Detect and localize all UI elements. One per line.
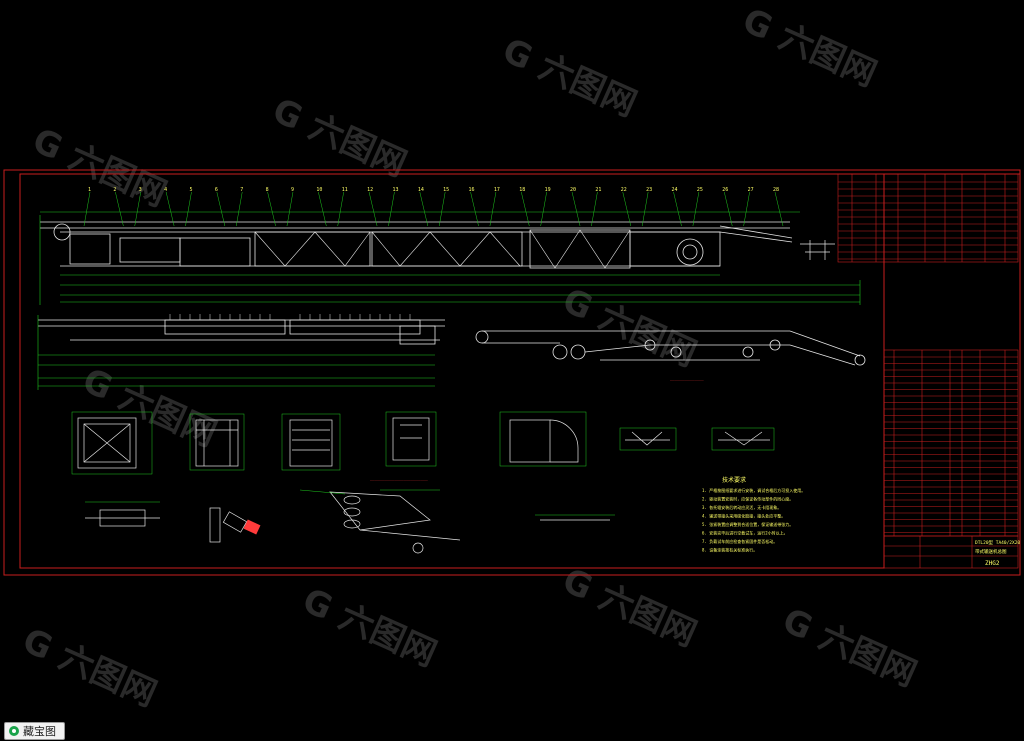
note-line: 3. 各托辊安装后转动应灵活，无卡阻现象。 bbox=[702, 504, 781, 510]
badge-label: 藏宝图 bbox=[23, 725, 56, 738]
balloon-label: 20 bbox=[570, 187, 576, 193]
balloon-leader bbox=[489, 191, 497, 227]
balloon-leader bbox=[673, 191, 682, 227]
balloon-label: 15 bbox=[443, 187, 449, 193]
balloon-leader bbox=[337, 191, 344, 227]
balloon-label: 24 bbox=[672, 187, 678, 193]
balloon-label: 4 bbox=[164, 187, 167, 193]
drawing-number: ZHG2 bbox=[985, 560, 1000, 567]
balloon-leader bbox=[368, 191, 378, 227]
balloon-label: 23 bbox=[646, 187, 652, 193]
balloon-label: 13 bbox=[392, 187, 398, 193]
balloon-label: 28 bbox=[773, 187, 779, 193]
title-line-2: 带式输送机总图 bbox=[975, 548, 1007, 555]
balloon-leader bbox=[743, 191, 750, 227]
balloon-leader bbox=[165, 191, 175, 227]
balloon-leader bbox=[521, 191, 530, 227]
bottom-details bbox=[85, 491, 610, 554]
balloon-leader bbox=[235, 191, 243, 227]
balloon-leader bbox=[641, 191, 649, 227]
balloon-label: 8 bbox=[266, 187, 269, 193]
balloon-leader bbox=[591, 191, 598, 227]
balloon-leader bbox=[571, 191, 581, 227]
badge-logo-icon bbox=[9, 726, 19, 736]
balloon-leader bbox=[692, 191, 700, 227]
balloon-label: 16 bbox=[469, 187, 475, 193]
balloon-label: 22 bbox=[621, 187, 627, 193]
balloon-leader bbox=[286, 191, 294, 227]
balloon-label: 25 bbox=[697, 187, 703, 193]
balloon-label: 2 bbox=[113, 187, 116, 193]
balloon-label: 9 bbox=[291, 187, 294, 193]
balloon-leader bbox=[419, 191, 429, 227]
balloon-label: 3 bbox=[139, 187, 142, 193]
note-line: 1. 严格按图纸要求进行安装，调试合格后方可投入使用。 bbox=[702, 487, 805, 493]
note-line: 2. 驱动装置安装时，应保证各传动部件的同心度。 bbox=[702, 496, 793, 502]
balloon-leader bbox=[438, 191, 446, 227]
balloon-label: 6 bbox=[215, 187, 218, 193]
balloon-label: 27 bbox=[748, 187, 754, 193]
balloon-leader bbox=[774, 191, 784, 227]
second-elevation bbox=[38, 319, 445, 345]
notes-title: 技术要求 bbox=[722, 476, 746, 484]
balloon-label: 21 bbox=[595, 187, 601, 193]
balloon-label: 1 bbox=[88, 187, 91, 193]
belt-path-diagram bbox=[475, 330, 866, 366]
balloon-label: 26 bbox=[722, 187, 728, 193]
balloon-leader bbox=[724, 191, 733, 227]
balloon-leader bbox=[318, 191, 327, 227]
balloon-leader bbox=[185, 191, 192, 227]
balloon-label: 19 bbox=[545, 187, 551, 193]
outer-frame bbox=[3, 169, 1021, 576]
balloon-label: 10 bbox=[316, 187, 322, 193]
balloon-leader bbox=[216, 191, 226, 227]
balloon-label: 17 bbox=[494, 187, 500, 193]
balloon-label: 7 bbox=[240, 187, 243, 193]
svg-text:______________: ______________ bbox=[670, 376, 704, 381]
section-views bbox=[77, 417, 770, 469]
parts-table-bottom bbox=[883, 349, 1019, 537]
balloon-leader bbox=[83, 191, 91, 227]
title-line-1: DTL20型 TA40/2X20 bbox=[975, 539, 1020, 546]
balloon-label: 14 bbox=[418, 187, 424, 193]
technical-notes: 技术要求 1. 严格按图纸要求进行安装，调试合格后方可投入使用。 2. 驱动装置安… bbox=[702, 476, 805, 553]
balloon-label: 12 bbox=[367, 187, 373, 193]
balloon-label: 18 bbox=[519, 187, 525, 193]
balloon-label: 11 bbox=[342, 187, 348, 193]
balloon-leader bbox=[470, 191, 479, 227]
balloon-leader bbox=[115, 191, 124, 227]
note-line: 4. 输送带接头采用硫化胶接，接头处应平整。 bbox=[702, 513, 785, 519]
balloon-leader bbox=[622, 191, 632, 227]
note-line: 6. 安装完毕后进行空载试车，运行2小时以上。 bbox=[702, 530, 788, 536]
balloon-leader bbox=[388, 191, 395, 227]
parts-table-top bbox=[837, 173, 1019, 263]
source-badge[interactable]: 藏宝图 bbox=[4, 722, 65, 740]
note-line: 7. 负载试车前应检查各紧固件是否松动。 bbox=[702, 538, 777, 544]
balloon-label: 5 bbox=[189, 187, 192, 193]
note-line: 5. 张紧装置应调整到合适位置，保证输送带张力。 bbox=[702, 521, 793, 527]
balloon-leader bbox=[267, 191, 276, 227]
balloon-leader bbox=[540, 191, 547, 227]
balloon-leader bbox=[134, 191, 141, 227]
svg-text:________________________: ________________________ bbox=[370, 476, 428, 481]
main-elevation bbox=[40, 221, 793, 269]
note-line: 8. 设备涂装按有关标准执行。 bbox=[702, 547, 757, 553]
title-block bbox=[883, 535, 1019, 569]
